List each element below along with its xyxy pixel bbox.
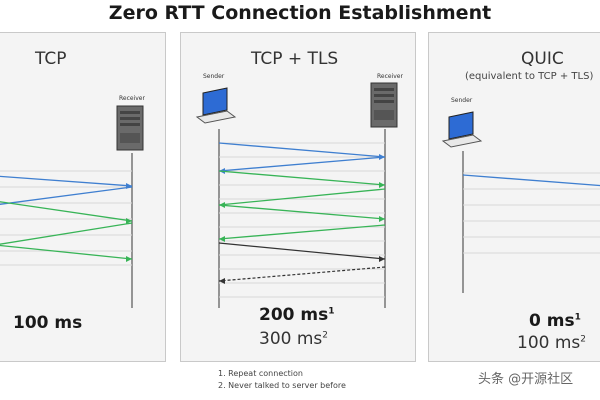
quic-time-1-value: 0 ms <box>529 311 575 331</box>
quic-sequence <box>441 111 600 293</box>
panel-tcp: TCP Receiver 100 ms <box>0 32 166 362</box>
sender-label: Sender <box>203 73 225 80</box>
laptop-icon <box>441 111 483 148</box>
panel-tls-title: TCP + TLS <box>251 49 339 69</box>
footnote-2: 2. Never talked to server before <box>218 381 346 390</box>
panel-quic: QUIC (equivalent to TCP + TLS) Sender 0 … <box>428 32 600 362</box>
tls-time-1-value: 200 ms <box>259 305 329 325</box>
footnote-1: 1. Repeat connection <box>218 369 303 378</box>
tls-time-1: 200 ms1 <box>259 305 335 325</box>
receiver-label: Receiver <box>377 73 403 80</box>
quic-time-1: 0 ms1 <box>529 311 581 331</box>
footnote-ref: 2 <box>322 330 329 341</box>
diagram-title: Zero RTT Connection Establishment <box>108 2 492 24</box>
quic-time-2: 100 ms2 <box>517 333 586 353</box>
sender-label: Sender <box>451 97 473 104</box>
panel-tcp-title: TCP <box>35 49 67 69</box>
footnote-ref: 1 <box>574 312 581 323</box>
quic-time-2-value: 100 ms <box>517 333 581 353</box>
tls-sequence <box>195 82 398 308</box>
server-icon <box>116 105 144 151</box>
panel-quic-title: QUIC <box>521 49 564 69</box>
receiver-label: Receiver <box>119 95 145 102</box>
tls-time-2-value: 300 ms <box>259 329 323 349</box>
tcp-time: 100 ms <box>13 313 83 333</box>
panel-tcp-tls: TCP + TLS Sender Receiver <box>180 32 416 362</box>
laptop-icon <box>195 87 237 124</box>
panel-quic-subtitle: (equivalent to TCP + TLS) <box>465 71 594 82</box>
footnote-ref: 1 <box>328 306 335 317</box>
tcp-sequence <box>0 105 144 308</box>
footnote-ref: 2 <box>580 334 587 345</box>
server-icon <box>370 82 398 128</box>
watermark: 头条 @开源社区 <box>478 372 574 387</box>
tls-time-2: 300 ms2 <box>259 329 328 349</box>
